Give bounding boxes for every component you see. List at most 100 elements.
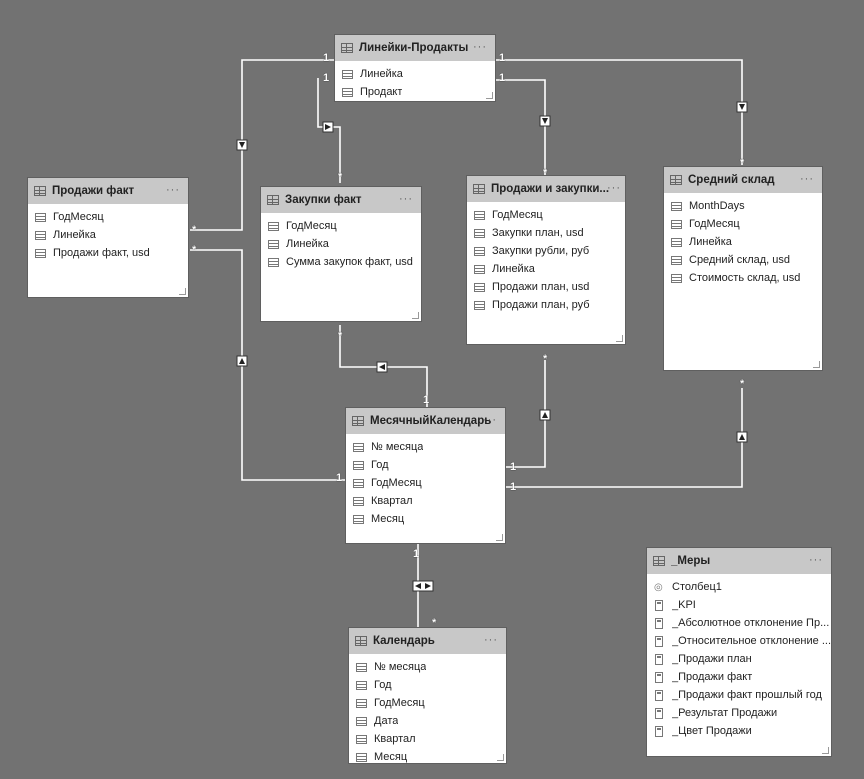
table-header[interactable]: _Меры ··· [647, 548, 831, 574]
field-row[interactable]: ГодМесяц [664, 215, 822, 233]
field-name: _KPI [672, 599, 696, 611]
table-header[interactable]: Продажи и закупки... ··· [467, 176, 625, 202]
more-options-icon[interactable]: ··· [607, 182, 621, 194]
table-header[interactable]: Средний склад ··· [664, 167, 822, 193]
field-name: Месяц [371, 513, 405, 525]
field-row[interactable]: Дата [349, 712, 506, 730]
field-row[interactable]: _Результат Продажи [647, 704, 831, 722]
field-name: Продажи план, руб [492, 299, 590, 311]
field-row[interactable]: MonthDays [664, 197, 822, 215]
field-row[interactable]: _Относительное отклонение ... [647, 632, 831, 650]
field-row[interactable]: Сумма закупок факт, usd [261, 253, 421, 271]
field-row[interactable]: Стоимость склад, usd [664, 269, 822, 287]
field-row[interactable]: Закупки план, usd [467, 224, 625, 242]
field-name: ГодМесяц [371, 477, 422, 489]
measure-calculator-icon [655, 617, 663, 629]
table-icon [473, 184, 485, 194]
card-mc-avg-one: 1 [510, 481, 517, 493]
more-options-icon[interactable]: ··· [484, 634, 498, 646]
column-icon [353, 442, 364, 452]
field-name: Квартал [374, 733, 416, 745]
field-row[interactable]: Линейка [467, 260, 625, 278]
resize-handle[interactable] [179, 288, 186, 295]
table-icon [653, 556, 665, 566]
field-row[interactable]: Линейка [28, 226, 188, 244]
field-row[interactable]: Месяц [349, 748, 506, 766]
field-row[interactable]: ГодМесяц [28, 208, 188, 226]
table-icon [34, 186, 46, 196]
field-row[interactable]: _Продажи факт прошлый год [647, 686, 831, 704]
table-icon [352, 416, 364, 426]
field-name: Сумма закупок факт, usd [286, 256, 413, 268]
field-row[interactable]: _Абсолютное отклонение Пр... [647, 614, 831, 632]
table-header[interactable]: Продажи факт ··· [28, 178, 188, 204]
field-row[interactable]: Продакт [335, 83, 495, 101]
table-icon [355, 636, 367, 646]
field-row[interactable]: _KPI [647, 596, 831, 614]
table-header[interactable]: Календарь ··· [349, 628, 506, 654]
measure-calculator-icon [655, 707, 663, 719]
field-row[interactable]: Год [349, 676, 506, 694]
field-row[interactable]: Квартал [349, 730, 506, 748]
resize-handle[interactable] [616, 335, 623, 342]
field-row[interactable]: _Цвет Продажи [647, 722, 831, 740]
more-options-icon[interactable]: ··· [399, 193, 413, 205]
column-icon [671, 219, 682, 229]
field-name: _Абсолютное отклонение Пр... [672, 617, 830, 629]
resize-handle[interactable] [822, 747, 829, 754]
field-row[interactable]: ГодМесяц [467, 206, 625, 224]
resize-handle[interactable] [486, 92, 493, 99]
more-options-icon[interactable]: ··· [800, 173, 814, 185]
resize-handle[interactable] [496, 534, 503, 541]
field-row[interactable]: Год [346, 456, 505, 474]
resize-handle[interactable] [497, 754, 504, 761]
more-options-icon[interactable]: ··· [166, 184, 180, 196]
field-row[interactable]: Продажи план, руб [467, 296, 625, 314]
field-name: ГодМесяц [689, 218, 740, 230]
field-row[interactable]: _Продажи план [647, 650, 831, 668]
field-name: _Цвет Продажи [672, 725, 752, 737]
resize-handle[interactable] [813, 361, 820, 368]
field-row[interactable]: ГодМесяц [261, 217, 421, 235]
more-options-icon[interactable]: ··· [473, 41, 487, 53]
more-options-icon[interactable]: ··· [483, 414, 497, 426]
field-row[interactable]: Линейка [664, 233, 822, 251]
field-name: Стоимость склад, usd [689, 272, 801, 284]
field-row[interactable]: ◎Столбец1 [647, 578, 831, 596]
table-measures[interactable]: _Меры ··· ◎Столбец1 _KPI _Абсолютное откло… [647, 548, 831, 756]
field-name: № месяца [371, 441, 424, 453]
field-row[interactable]: _Продажи факт [647, 668, 831, 686]
field-name: Год [374, 679, 392, 691]
table-header[interactable]: МесячныйКалендарь ··· [346, 408, 505, 434]
more-options-icon[interactable]: ··· [809, 554, 823, 566]
table-title: _Меры [671, 555, 711, 567]
table-header[interactable]: Закупки факт ··· [261, 187, 421, 213]
field-name: Продажи план, usd [492, 281, 590, 293]
table-header[interactable]: Линейки-Продакты ··· [335, 35, 495, 61]
field-row[interactable]: Закупки рубли, руб [467, 242, 625, 260]
field-row[interactable]: ГодМесяц [346, 474, 505, 492]
field-row[interactable]: Продажи план, usd [467, 278, 625, 296]
field-row[interactable]: Линейка [261, 235, 421, 253]
field-row[interactable]: Линейка [335, 65, 495, 83]
field-row[interactable]: Месяц [346, 510, 505, 528]
field-name: Закупки план, usd [492, 227, 584, 239]
field-row[interactable]: Средний склад, usd [664, 251, 822, 269]
column-icon [671, 255, 682, 265]
field-row[interactable]: ГодМесяц [349, 694, 506, 712]
resize-handle[interactable] [412, 312, 419, 319]
field-row[interactable]: № месяца [349, 658, 506, 676]
column-icon [268, 257, 279, 267]
field-row[interactable]: Продажи факт, usd [28, 244, 188, 262]
field-row[interactable]: Квартал [346, 492, 505, 510]
field-row[interactable]: № месяца [346, 438, 505, 456]
field-name: Линейка [286, 238, 329, 250]
